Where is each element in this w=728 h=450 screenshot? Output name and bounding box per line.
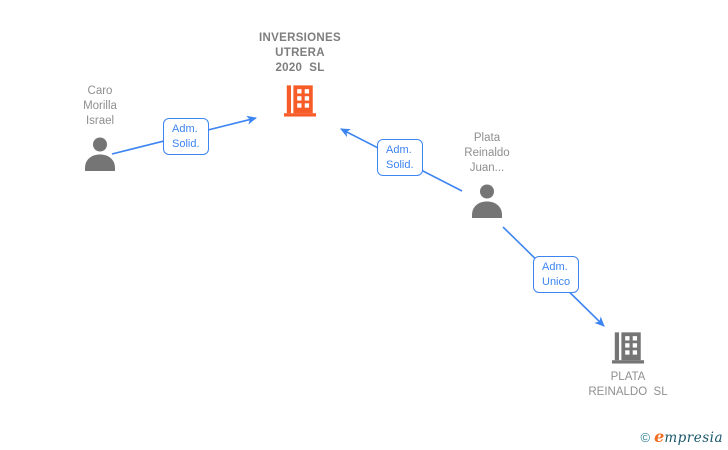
- node-label: PLATA REINALDO SL: [588, 370, 667, 400]
- node-label-line: 2020 SL: [275, 62, 325, 74]
- edge-label-line: Adm.: [172, 123, 198, 135]
- node-label: Plata Reinaldo Juan...: [464, 131, 509, 176]
- person-icon: [472, 184, 502, 218]
- edge-label-adm-unico: Adm. Unico: [533, 256, 580, 293]
- person-icon: [85, 137, 115, 171]
- node-plata-reinaldo-juan[interactable]: Plata Reinaldo Juan...: [427, 131, 547, 218]
- node-label-line: INVERSIONES: [259, 32, 341, 44]
- node-label-line: REINALDO SL: [588, 386, 668, 398]
- brand-rest: mpresia: [664, 430, 723, 446]
- node-label-line: Juan...: [469, 162, 505, 174]
- edge-label-adm-solid-caro: Adm. Solid.: [163, 118, 209, 155]
- edge-label-line: Solid.: [386, 158, 414, 171]
- brand-letter-e: e: [654, 427, 665, 446]
- empresia-brand: empresia: [654, 427, 723, 446]
- node-plata-reinaldo-sl[interactable]: PLATA REINALDO SL: [568, 329, 688, 400]
- node-label-line: Plata: [473, 132, 501, 144]
- node-label: INVERSIONES UTRERA 2020 SL: [259, 31, 341, 76]
- edge-label-adm-solid-plata-juan: Adm. Solid.: [377, 139, 423, 176]
- copyright-icon: ©: [640, 430, 651, 445]
- node-label-line: Morilla: [83, 100, 117, 112]
- node-label-line: Caro: [87, 85, 113, 97]
- building-icon: [283, 85, 317, 117]
- node-inversiones-utrera-2020-sl[interactable]: INVERSIONES UTRERA 2020 SL: [240, 31, 360, 118]
- node-label-line: Reinaldo: [464, 147, 510, 159]
- edge-label-line: Solid.: [172, 137, 200, 150]
- edge-label-line: Unico: [542, 275, 571, 288]
- node-label-line: PLATA: [610, 371, 646, 383]
- node-label-line: UTRERA: [275, 47, 325, 59]
- node-caro-morilla-israel[interactable]: Caro Morilla Israel: [40, 84, 160, 171]
- edge-label-line: Adm.: [542, 261, 568, 273]
- empresia-watermark: © empresia: [641, 427, 723, 446]
- node-label-line: Israel: [85, 115, 115, 127]
- edge-label-line: Adm.: [386, 144, 412, 156]
- node-label: Caro Morilla Israel: [83, 84, 117, 129]
- building-icon: [611, 332, 645, 364]
